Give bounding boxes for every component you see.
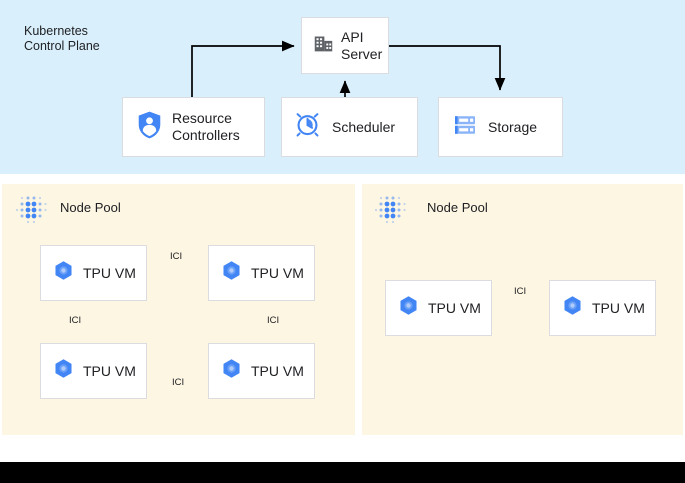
storage-rack-icon (453, 113, 477, 142)
tpu-hexagon-icon (221, 358, 242, 384)
node-pool-right-vm-r-label: TPU VM (592, 299, 645, 316)
ici-label-right: ICI (267, 315, 280, 326)
node-scheduler-label: Scheduler (332, 118, 396, 135)
ici-label-right-pool: ICI (514, 286, 527, 297)
node-pool-left-vm-tr-label: TPU VM (251, 264, 304, 281)
ici-label-bottom: ICI (172, 377, 185, 388)
node-storage-label: Storage (488, 118, 538, 135)
node-pool-left-title: Node Pool (60, 200, 121, 215)
node-pool-right-vm-r[interactable]: TPU VM (549, 280, 656, 336)
node-resource-controllers-label: Resource Controllers (172, 110, 240, 143)
node-pool-right-title: Node Pool (427, 200, 488, 215)
node-pool-left-vm-bl[interactable]: TPU VM (40, 343, 147, 399)
footer-bar (0, 462, 685, 483)
tpu-hexagon-icon (53, 358, 74, 384)
tpu-hexagon-icon (221, 260, 242, 286)
building-server-icon (313, 33, 334, 59)
node-storage[interactable]: Storage (438, 97, 563, 157)
node-pool-left-vm-bl-label: TPU VM (83, 362, 136, 379)
tpu-hexagon-icon (398, 295, 419, 321)
node-scheduler[interactable]: Scheduler (281, 97, 418, 157)
node-resource-controllers[interactable]: Resource Controllers (122, 97, 265, 157)
tpu-hexagon-icon (562, 295, 583, 321)
node-api-server-label: API Server (341, 28, 383, 62)
node-pool-dots-icon (374, 192, 409, 231)
ici-label-top: ICI (170, 251, 183, 262)
node-pool-left-vm-tr[interactable]: TPU VM (208, 245, 315, 301)
node-pool-right-vm-l[interactable]: TPU VM (385, 280, 492, 336)
control-plane-title: Kubernetes Control Plane (24, 24, 100, 53)
node-pool-left-vm-br-label: TPU VM (251, 362, 304, 379)
node-pool-dots-icon (15, 192, 50, 231)
node-pool-left-vm-tl-label: TPU VM (83, 264, 136, 281)
node-pool-right-vm-l-label: TPU VM (428, 299, 481, 316)
node-pool-left-vm-tl[interactable]: TPU VM (40, 245, 147, 301)
ici-label-left: ICI (69, 315, 82, 326)
alarm-clock-icon (294, 111, 321, 143)
node-api-server[interactable]: API Server (301, 17, 389, 74)
node-pool-left-vm-br[interactable]: TPU VM (208, 343, 315, 399)
tpu-hexagon-icon (53, 260, 74, 286)
shield-user-icon (137, 111, 162, 144)
